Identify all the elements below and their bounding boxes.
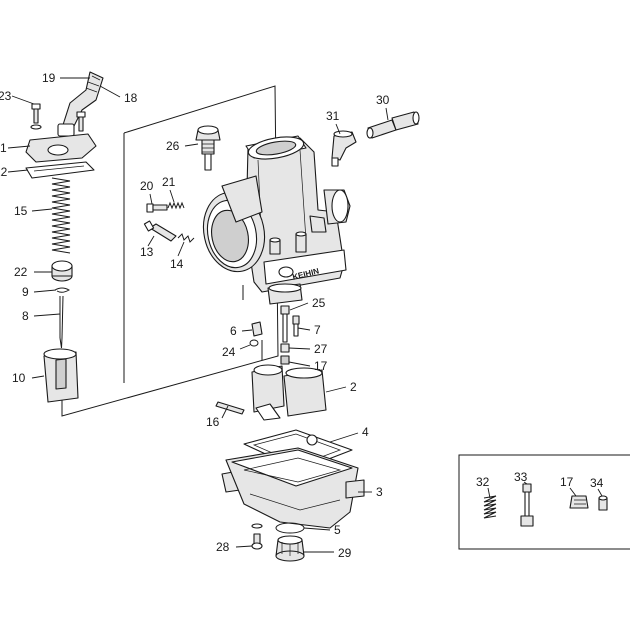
- leader-lines: [7, 77, 603, 553]
- callout-14: 14: [170, 257, 184, 271]
- part-carburetor-body: KEIHIN: [202, 135, 351, 305]
- callout-17-kit: 17: [560, 475, 574, 489]
- assembly-frame: [61, 85, 279, 417]
- part-pilot-jet: [292, 315, 300, 337]
- kit-box: [458, 454, 630, 550]
- part-needle-clip: [54, 287, 71, 293]
- callout-17-main: 17: [314, 359, 328, 373]
- part-elbow-fitting: [331, 130, 357, 167]
- callout-labels: 23 19 18 1 12 15 22 9 8 10 26 20 21 13 1…: [0, 71, 604, 560]
- part-idle-adjuster: [195, 125, 221, 171]
- callout-9: 9: [22, 285, 29, 299]
- part-choke-plunger: [366, 111, 420, 139]
- part-cover-plate: [25, 133, 97, 163]
- callout-4: 4: [362, 425, 369, 439]
- part-spring-seat: [51, 260, 73, 282]
- part-screw: [30, 103, 42, 130]
- callout-25: 25: [312, 296, 326, 310]
- part-bowl-screw: [251, 523, 263, 550]
- part-kit-spring: [483, 495, 497, 519]
- callout-2: 2: [350, 380, 357, 394]
- callout-7: 7: [314, 323, 321, 337]
- part-o-ring-small: [249, 339, 259, 347]
- callout-30: 30: [376, 93, 390, 107]
- part-throttle-slide: [43, 348, 79, 403]
- callout-19: 19: [42, 71, 56, 85]
- callout-23: 23: [0, 89, 12, 103]
- callout-10: 10: [12, 371, 26, 385]
- callout-28: 28: [216, 540, 230, 554]
- callout-16: 16: [206, 415, 220, 429]
- callout-27: 27: [314, 342, 328, 356]
- callout-6: 6: [230, 324, 237, 338]
- callout-33: 33: [514, 470, 528, 484]
- callout-15: 15: [14, 204, 28, 218]
- part-air-jet: [251, 321, 263, 337]
- callout-1: 1: [0, 141, 7, 155]
- callout-18: 18: [124, 91, 138, 105]
- part-pilot-screw: [143, 220, 177, 242]
- part-float-pin: [215, 401, 245, 415]
- callout-21: 21: [162, 175, 176, 189]
- part-air-screw: [146, 203, 168, 213]
- callout-22: 22: [14, 265, 28, 279]
- part-needle-jet: [280, 305, 290, 343]
- callout-31: 31: [326, 109, 340, 123]
- part-main-jet: [280, 355, 290, 365]
- callout-34: 34: [590, 476, 604, 490]
- part-slide-spring: [51, 177, 71, 254]
- part-screw-right: [76, 111, 86, 132]
- part-main-jet-holder: [280, 343, 290, 353]
- callout-8: 8: [22, 309, 29, 323]
- part-pilot-screw-spring: [177, 233, 195, 243]
- part-jet-needle: [59, 295, 64, 349]
- callout-32: 32: [476, 475, 490, 489]
- part-air-screw-spring: [167, 201, 185, 210]
- callout-24: 24: [222, 345, 236, 359]
- callout-5: 5: [334, 523, 341, 537]
- callout-13: 13: [140, 245, 154, 259]
- callout-20: 20: [140, 179, 154, 193]
- callout-3: 3: [376, 485, 383, 499]
- part-o-ring-bowl: [275, 522, 305, 534]
- callout-26: 26: [166, 139, 180, 153]
- part-drain-plug: [275, 535, 305, 562]
- part-kit-main-jet: [569, 495, 589, 509]
- part-kit-needle-valve: [520, 483, 534, 527]
- part-cover-gasket: [25, 161, 95, 179]
- part-float-bowl: [221, 447, 365, 529]
- part-float: [251, 364, 327, 421]
- callout-29: 29: [338, 546, 352, 560]
- part-kit-pilot-jet: [598, 495, 608, 511]
- callout-12: 12: [0, 165, 8, 179]
